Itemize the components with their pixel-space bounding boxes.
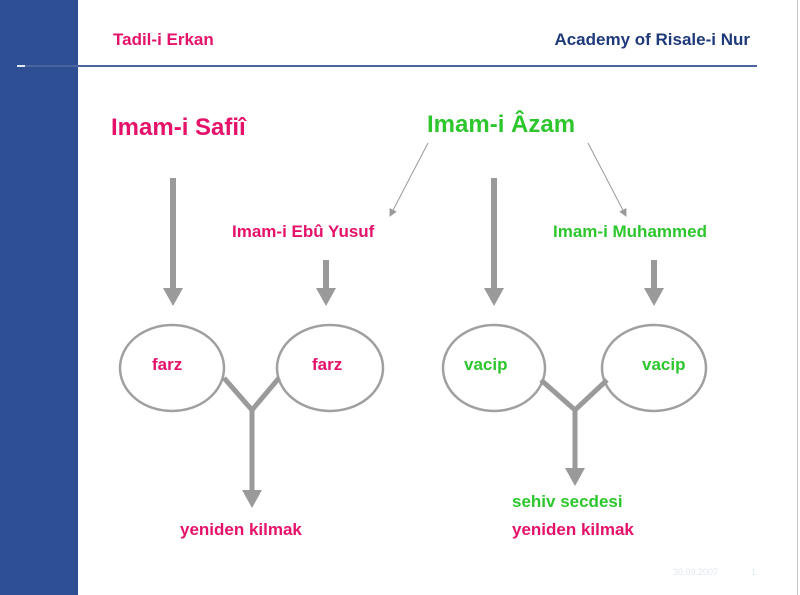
organization-title: Academy of Risale-i Nur <box>554 30 750 49</box>
arrow-left-result <box>242 490 262 508</box>
right-result-label-1: sehiv secdesi <box>512 492 623 511</box>
arrow-muhammed-down <box>644 260 664 306</box>
arrow-safii-down <box>163 178 183 306</box>
imam-safii-label: Imam-i Safiî <box>111 114 246 141</box>
ellipse-vacip-1 <box>441 323 547 413</box>
vacip-label-2: vacip <box>642 355 686 374</box>
farz-label-2: farz <box>312 355 343 374</box>
connector-azam-ebu-yusuf <box>389 142 429 217</box>
footer-page-number: 1 <box>751 567 757 577</box>
imam-muhammed-label: Imam-i Muhammed <box>553 222 707 241</box>
footer-date: 30.09.2007 <box>673 567 719 577</box>
left-result-label: yeniden kilmak <box>180 520 302 539</box>
connector-azam-muhammed <box>587 142 627 217</box>
sidebar-band <box>0 0 78 595</box>
y-connector-right <box>539 378 609 414</box>
slide-topic: Tadil-i Erkan <box>113 30 214 49</box>
header-divider <box>25 65 757 67</box>
y-connector-left <box>222 376 281 414</box>
imam-azam-label: Imam-i Âzam <box>427 111 576 138</box>
vacip-label-1: vacip <box>464 355 508 374</box>
arrow-ebu-yusuf-down <box>316 260 336 306</box>
ellipse-farz-2 <box>275 323 385 413</box>
arrow-right-result <box>565 468 585 486</box>
ellipse-farz-1 <box>118 323 226 413</box>
right-result-label-2: yeniden kilmak <box>512 520 634 539</box>
arrow-azam-down <box>484 178 504 306</box>
ellipse-vacip-2 <box>600 323 708 413</box>
imam-ebu-yusuf-label: Imam-i Ebû Yusuf <box>232 222 375 241</box>
slide-border <box>797 0 798 595</box>
farz-label-1: farz <box>152 355 183 374</box>
